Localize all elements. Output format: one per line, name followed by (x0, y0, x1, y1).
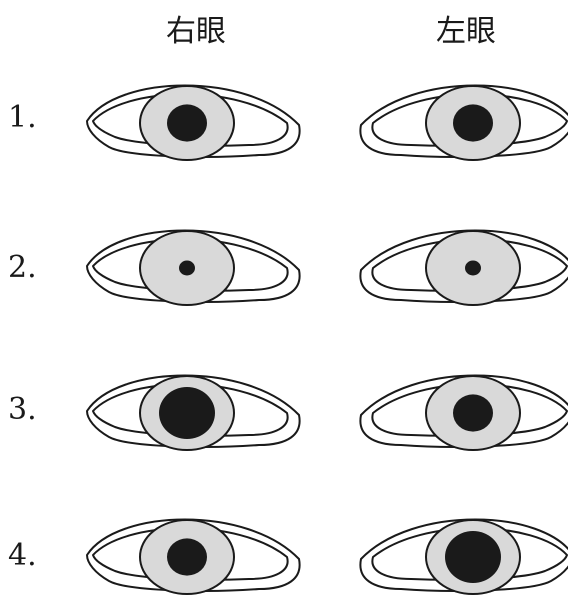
row-1-left-eye (360, 86, 568, 161)
row-1-right-eye (87, 86, 300, 161)
row-1-right-eye-pupil (167, 104, 207, 141)
row-2-right-eye-pupil (179, 261, 195, 276)
row-2-right-eye (87, 231, 300, 306)
row-3-left-eye-pupil (453, 394, 493, 431)
row-3-right-eye-pupil (159, 387, 215, 439)
row-4-left-eye-pupil (445, 531, 501, 583)
row-2-left-eye (360, 231, 568, 306)
row-4-right-eye-pupil (167, 538, 207, 575)
row-1-left-eye-pupil (453, 104, 493, 141)
row-2-left-eye-pupil (465, 261, 481, 276)
row-3-left-eye (360, 376, 568, 451)
row-4-left-eye (360, 520, 568, 595)
row-4-right-eye (87, 520, 300, 595)
row-3-right-eye (87, 376, 300, 451)
